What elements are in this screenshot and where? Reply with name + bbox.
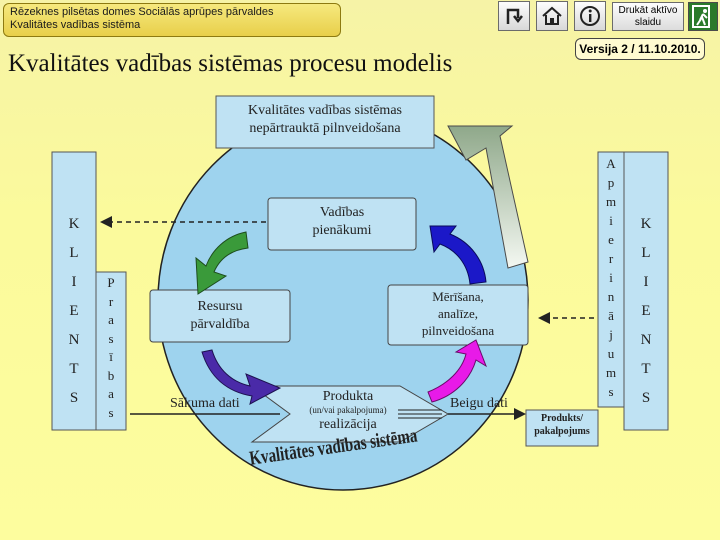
letter: r [608,251,614,266]
output-line2: pakalpojums [534,426,590,437]
return-icon [506,8,523,24]
info-button[interactable] [574,1,606,31]
left-clients-letters: K L I E N T S [52,210,96,413]
letter: P [107,275,115,290]
top-box-label: Kvalitātes vadības sistēmas nepārtrauktā… [216,102,434,138]
blue-arrow [429,225,487,285]
letter: K [640,216,652,232]
requirements-column [95,271,127,431]
home-button[interactable] [536,1,568,31]
top-box-line1: Kvalitātes vadības sistēmas [248,103,402,118]
letter: L [69,245,79,261]
letter: I [71,274,77,290]
letter: m [605,194,617,209]
measurement-label: Mērīšana, analīze, pilnveidošana [388,288,528,339]
version-badge: Versija 2 / 11.10.2010. [575,38,705,60]
letter: I [643,274,649,290]
requirements-letters: P r a s ī b a s [96,274,126,422]
magenta-arrow [427,339,487,403]
letter: m [605,365,617,380]
home-icon [542,6,562,25]
product-label: Produkta (un/vai pakalpojuma) realizācij… [292,388,404,433]
header-line1: Rēzeknes pilsētas domes Sociālās aprūpes… [10,6,274,18]
exit-icon [692,5,710,28]
satisfaction-letters: A p m i e r i n ā j u m s [598,154,624,401]
letter: K [68,216,80,232]
measurement-box [387,284,529,346]
start-data-label: Sākuma dati [170,396,240,411]
letter: s [108,404,114,420]
letter: p [607,175,615,190]
return-button[interactable] [498,1,530,31]
letter: r [108,293,114,309]
management-line2: pienākumi [312,223,372,238]
letter: s [608,384,614,399]
output-box [525,409,599,447]
header-line2: Kvalitātes vadības sistēma [10,19,141,31]
top-box [215,95,435,149]
resources-line1: Resursu [197,299,243,314]
info-icon [580,6,600,26]
letter: a [108,312,114,327]
letter: i [609,213,613,228]
letter: a [108,386,114,401]
resources-box [149,289,291,343]
letter: S [641,390,651,406]
output-line1: Produkts/ [540,413,584,424]
header-box: Rēzeknes pilsētas domes Sociālās aprūpes… [3,3,341,37]
management-line1: Vadības [319,205,365,220]
letter: u [607,346,615,361]
print-slide-button[interactable]: Drukāt aktīvo slaidu [612,2,684,31]
letter: N [640,332,652,348]
product-line2: (un/vai pakalpojuma) [309,405,387,415]
letter: b [107,367,115,383]
output-label: Produkts/ pakalpojums [526,412,598,438]
measurement-line1: Mērīšana, [432,289,484,304]
resources-line2: pārvaldība [190,317,250,332]
letter: j [609,327,613,342]
letter: N [68,332,80,348]
letter: E [69,303,79,319]
exit-button[interactable] [688,2,718,31]
letter: S [69,390,79,406]
letter: ā [608,308,614,323]
resources-label: Resursu pārvaldība [150,298,290,334]
page-title: Kvalitātes vadības sistēmas procesu mode… [8,50,453,77]
print-label-line1: Drukāt aktīvo [618,5,678,16]
purple-arrow [201,349,282,405]
right-clients-letters: K L I E N T S [624,210,668,413]
print-label-line2: slaidu [634,17,662,28]
letter: T [641,361,651,377]
letter: s [108,330,114,346]
letter: A [606,156,616,171]
letter: E [641,303,651,319]
management-box [267,197,417,251]
letter: ī [109,349,113,364]
product-line3: realizācija [319,417,377,432]
top-box-line2: nepārtrauktā pilnveidošana [249,121,401,136]
letter: T [69,361,79,377]
product-box [250,385,449,443]
right-clients-column [623,151,669,431]
letter: L [641,245,651,261]
letter: e [608,232,614,247]
measurement-line3: pilnveidošana [421,323,495,338]
end-data-label: Beigu dati [450,396,508,411]
product-line1: Produkta [322,389,374,404]
measurement-line2: analīze, [437,306,479,321]
management-label: Vadības pienākumi [268,204,416,240]
green-arrow [195,231,249,295]
improvement-arrow [447,125,529,269]
letter: n [607,289,615,304]
letter: i [609,270,613,285]
